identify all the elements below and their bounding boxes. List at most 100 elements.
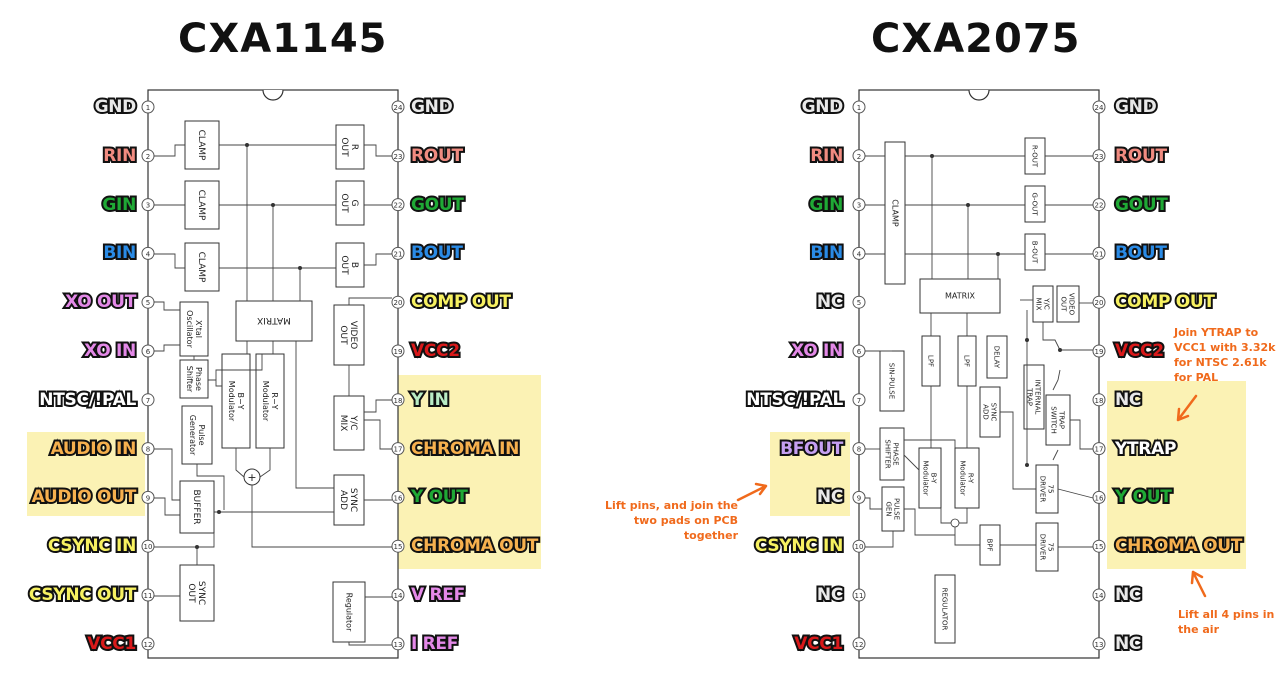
left-sync-add-label-line: ADD [338, 490, 348, 510]
right-pin-number-3: 3 [857, 202, 861, 210]
right-g-out [1024, 185, 1046, 223]
junction-dot [1058, 348, 1062, 352]
left-clamp-g [184, 180, 220, 230]
left-pin-number-19: 19 [394, 348, 403, 356]
right-b-out-label-line: B-OUT [1031, 241, 1039, 264]
right-regulator [934, 574, 956, 644]
right-pin-10 [852, 539, 866, 553]
left-chip: 123456789101112242322212019181716151413C… [141, 89, 405, 659]
right-driver-2-label-line: DRIVER [1039, 534, 1047, 561]
right-lpf-1-label-line: LPF [927, 355, 935, 367]
left-pin-4 [141, 246, 155, 260]
right-pin-number-6: 6 [857, 348, 862, 356]
right-right-pin-label-22: GOUT [1113, 193, 1170, 217]
left-pin-number-21: 21 [394, 250, 403, 258]
right-sync-add-label-line: SYNC [990, 403, 998, 422]
left-video-out [333, 304, 365, 366]
left-g-out-label-line: OUT [339, 193, 349, 213]
right-pin-18 [1092, 393, 1106, 407]
right-g-out-label-line: G-OUT [1031, 192, 1039, 216]
right-matrix-label-line: MATRIX [945, 292, 976, 301]
left-sync-add [333, 474, 365, 526]
right-pin-number-12: 12 [855, 641, 864, 649]
right-ry-modulator [954, 447, 980, 509]
signal-wire [208, 379, 222, 387]
chip-title-cxa2075: CXA2075 [871, 16, 1081, 62]
left-pin-11 [141, 588, 155, 602]
left-clamp-b [184, 242, 220, 292]
right-trap-switch-label-line: TRAP [1058, 410, 1066, 429]
left-pin-number-11: 11 [144, 592, 153, 600]
junction-dot [245, 143, 249, 147]
right-phase-shifter [879, 427, 905, 481]
signal-wire [1000, 411, 1036, 490]
left-clamp-b-label: CLAMP [196, 252, 206, 283]
junction-dot [298, 266, 302, 270]
right-pin-7 [852, 393, 866, 407]
right-ry-modulator-label-line: R-Y [967, 473, 975, 484]
right-pin-number-20: 20 [1095, 299, 1104, 307]
signal-wire [904, 508, 955, 536]
left-b-out-label-line: OUT [339, 255, 349, 275]
right-left-pin-label-11: NC [815, 583, 845, 607]
right-clamp-label: CLAMP [890, 199, 899, 227]
signal-wire [348, 642, 392, 646]
chip-title-cxa1145: CXA1145 [178, 16, 388, 62]
left-pin-number-2: 2 [146, 153, 150, 161]
right-chip-notch [968, 89, 990, 101]
right-pin-11 [852, 588, 866, 602]
left-right-pin-label-16: Y OUT [409, 485, 470, 509]
right-right-pin-label-14: NC [1113, 583, 1143, 607]
right-right-pin-label-19: VCC2 [1113, 339, 1166, 363]
right-yc-mix-label-line: MIX [1035, 298, 1043, 311]
left-pin-7 [141, 393, 155, 407]
note-lift-join: Lift pins, and join the two pads on PCB … [605, 499, 738, 542]
right-left-pin-label-5: NC [815, 290, 845, 314]
left-ry-modulator-label-line: R−Y [270, 392, 279, 409]
arrow-ytrap [1176, 394, 1198, 422]
left-pin-20 [391, 295, 405, 309]
highlight-right-right-pins [1107, 381, 1246, 569]
left-regulator-label-line: Regulator [344, 593, 353, 632]
signal-wire [235, 448, 245, 478]
left-pin-number-6: 6 [146, 348, 151, 356]
left-ry-modulator-label-line: Modulator [261, 381, 270, 422]
right-pin-number-22: 22 [1095, 202, 1104, 210]
right-r-out-label: R-OUT [1031, 145, 1039, 168]
right-right-pin-label-23: ROUT [1113, 144, 1169, 168]
left-b-out-label: BOUT [339, 255, 359, 275]
right-delay-label-line: DELAY [993, 346, 1001, 369]
left-yc-mix-label-line: MIX [338, 415, 348, 432]
right-right-pin-label-17: YTRAP [1113, 437, 1178, 461]
left-pin-number-17: 17 [394, 446, 403, 454]
right-g-out-label: G-OUT [1031, 192, 1039, 216]
signal-wire [364, 144, 392, 157]
right-delay [986, 335, 1008, 379]
right-left-pin-label-8: BFOUT [778, 437, 845, 461]
left-matrix-label-line: MATRIX [257, 315, 291, 325]
right-by-modulator-label-line: B-Y [930, 473, 938, 484]
left-left-pin-label-3: GIN [100, 193, 138, 217]
left-right-pin-label-13: I REF [409, 632, 460, 656]
left-pin-number-13: 13 [394, 641, 403, 649]
left-clamp-r-label: CLAMP [196, 130, 206, 161]
left-pin-number-9: 9 [146, 494, 150, 502]
signal-wire [364, 399, 392, 413]
left-pin-number-8: 8 [146, 446, 150, 454]
right-pin-15 [1092, 539, 1106, 553]
arrow-lift-all [1190, 570, 1207, 598]
left-pin-number-7: 7 [146, 397, 150, 405]
left-pin-number-10: 10 [144, 543, 153, 551]
left-yc-mix-label-line: Y/C [348, 415, 358, 431]
right-pin-13 [1092, 637, 1106, 651]
right-left-pin-label-3: GIN [807, 193, 845, 217]
right-driver-2-label-line: 75 [1047, 543, 1055, 552]
left-left-pin-label-9: AUDIO OUT [30, 485, 139, 509]
left-pin-number-3: 3 [146, 202, 150, 210]
right-pin-number-23: 23 [1095, 153, 1104, 161]
left-pin-number-23: 23 [394, 153, 403, 161]
right-trap-switch-label-line: SWITCH [1050, 406, 1058, 433]
